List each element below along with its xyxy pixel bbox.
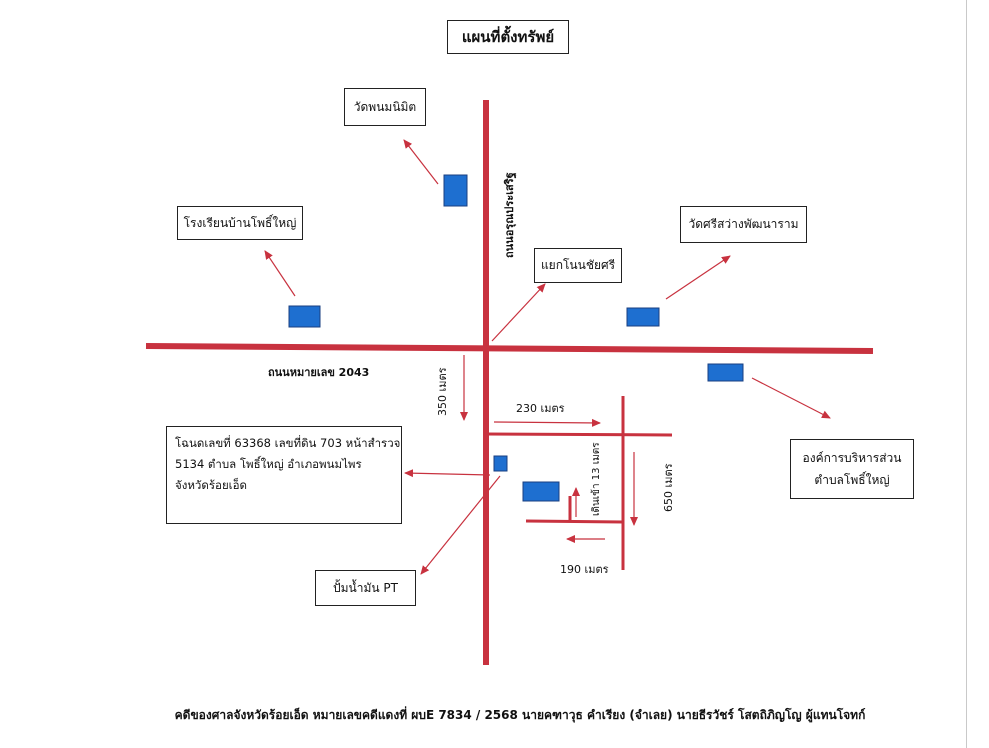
building-gas-station xyxy=(493,455,508,472)
arrow-temple-sri xyxy=(665,255,731,300)
side-road-top xyxy=(485,432,673,437)
label-temple-sri: วัดศรีสว่างพัฒนาราม xyxy=(680,206,807,243)
arrow-temple-phanom xyxy=(403,139,439,185)
label-school: โรงเรียนบ้านโพธิ์ใหญ่ xyxy=(177,206,303,240)
distance-350m: 350 เมตร xyxy=(436,367,449,416)
building-temple-phanom xyxy=(443,174,468,207)
deed-line-3: จังหวัดร้อยเอ็ด xyxy=(175,478,247,492)
road-label-2043: ถนนหมายเลข 2043 xyxy=(268,366,370,379)
road-label-arun: ถนนอรุณประเสริฐ xyxy=(503,172,516,258)
label-subdistrict-org-line1: องค์การบริหารส่วน xyxy=(802,451,902,465)
map-title: แผนที่ตั้งทรัพย์ xyxy=(447,20,569,54)
side-road-bottom xyxy=(525,519,624,524)
scan-edge-line xyxy=(966,0,967,748)
deed-line-2: 5134 ตำบล โพธิ์ใหญ่ อำเภอพนมไพร xyxy=(175,457,362,471)
distance-230m: 230 เมตร xyxy=(516,402,565,415)
label-subdistrict-org: องค์การบริหารส่วน ตำบลโพธิ์ใหญ่ xyxy=(790,439,914,499)
distance-650m: 650 เมตร xyxy=(662,463,675,512)
deed-line-1: โฉนดเลขที่ 63368 เลขที่ดิน 703 หน้าสำรวจ xyxy=(175,436,401,450)
arrow-school xyxy=(264,250,296,297)
label-subdistrict-org-line2: ตำบลโพธิ์ใหญ่ xyxy=(814,473,890,487)
building-property xyxy=(522,481,560,502)
arrow-gas-station xyxy=(420,475,501,575)
label-junction: แยกโนนชัยศรี xyxy=(534,248,622,283)
arrow-deed xyxy=(404,469,491,478)
building-subdistrict-org xyxy=(707,363,744,382)
case-footer: คดีของศาลจังหวัดร้อยเอ็ด หมายเลขคดีแดงที… xyxy=(174,708,866,722)
label-gas-station: ปั้มน้ำมัน PT xyxy=(315,570,416,606)
label-temple-phanom: วัดพนมนิมิต xyxy=(344,88,426,126)
deed-info-box: โฉนดเลขที่ 63368 เลขที่ดิน 703 หน้าสำรวจ… xyxy=(166,426,402,524)
distance-190m: 190 เมตร xyxy=(560,563,609,576)
arrow-230m xyxy=(493,418,601,427)
building-temple-sri xyxy=(626,307,660,327)
road-horizontal-2043 xyxy=(145,343,874,354)
building-school xyxy=(288,305,321,328)
arrow-junction xyxy=(491,283,546,342)
arrow-subdistrict-org xyxy=(751,377,831,419)
distance-walk-in: เดินเข้า 13 เมตร xyxy=(591,442,602,516)
